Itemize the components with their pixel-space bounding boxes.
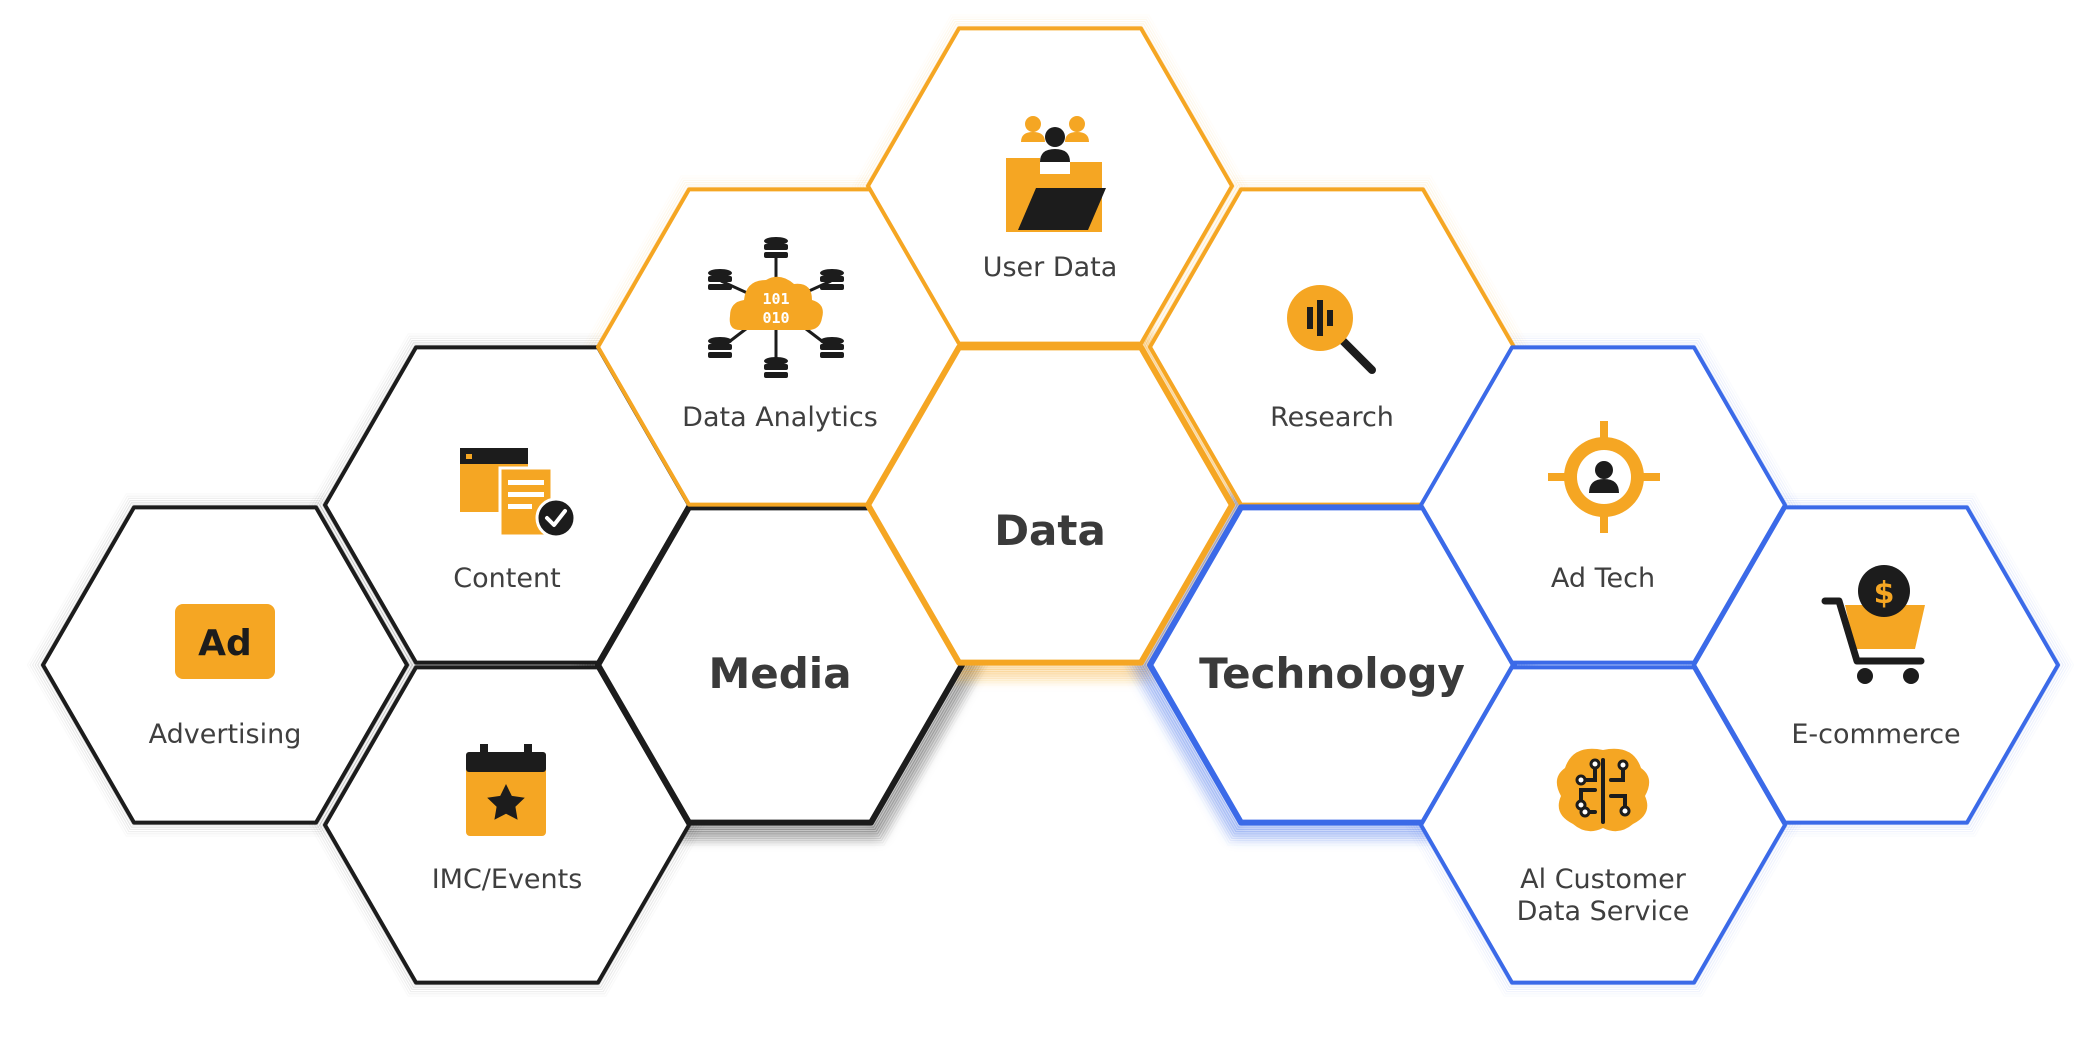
content-documents-icon	[460, 448, 577, 539]
hex-ecommerce-halo	[1688, 502, 2064, 828]
ad-tech-label: Ad Tech	[1551, 563, 1655, 594]
ecommerce-label: E-commerce	[1791, 719, 1960, 750]
content-label: Content	[453, 563, 560, 594]
hex-ecommerce-halo	[1682, 497, 2070, 833]
svg-text:101: 101	[762, 290, 789, 308]
hex-advertising-halo	[39, 504, 411, 826]
calendar-star-icon	[466, 744, 546, 836]
hex-ecommerce-halo	[1690, 504, 2062, 826]
hex-advertising-halo	[31, 497, 419, 833]
hex-ecommerce-halo	[1685, 500, 2067, 831]
hex-data	[865, 344, 1235, 666]
research-magnifier-icon	[1287, 285, 1376, 374]
svg-text:010: 010	[762, 309, 789, 327]
data-analytics-label: Data Analytics	[682, 402, 878, 433]
hex-advertising-halo	[34, 500, 416, 831]
user-data-folder-icon	[1006, 116, 1106, 232]
technology-hub-label: Technology	[1199, 649, 1465, 698]
user-data-label: User Data	[983, 252, 1118, 283]
svg-text:Ad: Ad	[198, 623, 252, 664]
imc-events-label: IMC/Events	[432, 864, 583, 895]
advertising-label: Advertising	[149, 719, 302, 750]
hex-advertising-halo	[29, 495, 421, 835]
hex-ecommerce	[1692, 505, 2060, 825]
svg-text:$: $	[1874, 576, 1895, 611]
hex-advertising-halo	[37, 502, 413, 828]
ai-customer-label-line1: Al Customer	[1520, 864, 1687, 895]
media-hub-label: Media	[708, 649, 851, 698]
data-cloud-network-icon: 101 010	[708, 237, 844, 378]
hex-layer	[41, 26, 2060, 985]
shopping-cart-dollar-icon: $	[1821, 565, 1925, 684]
ai-brain-circuit-icon	[1556, 748, 1650, 832]
ad-badge-icon: Ad	[175, 604, 275, 679]
data-hub-label: Data	[994, 506, 1106, 555]
research-label: Research	[1270, 402, 1394, 433]
ai-customer-label-line2: Data Service	[1517, 896, 1690, 927]
target-user-icon	[1548, 421, 1660, 533]
hex-ecommerce-halo	[1680, 495, 2072, 835]
